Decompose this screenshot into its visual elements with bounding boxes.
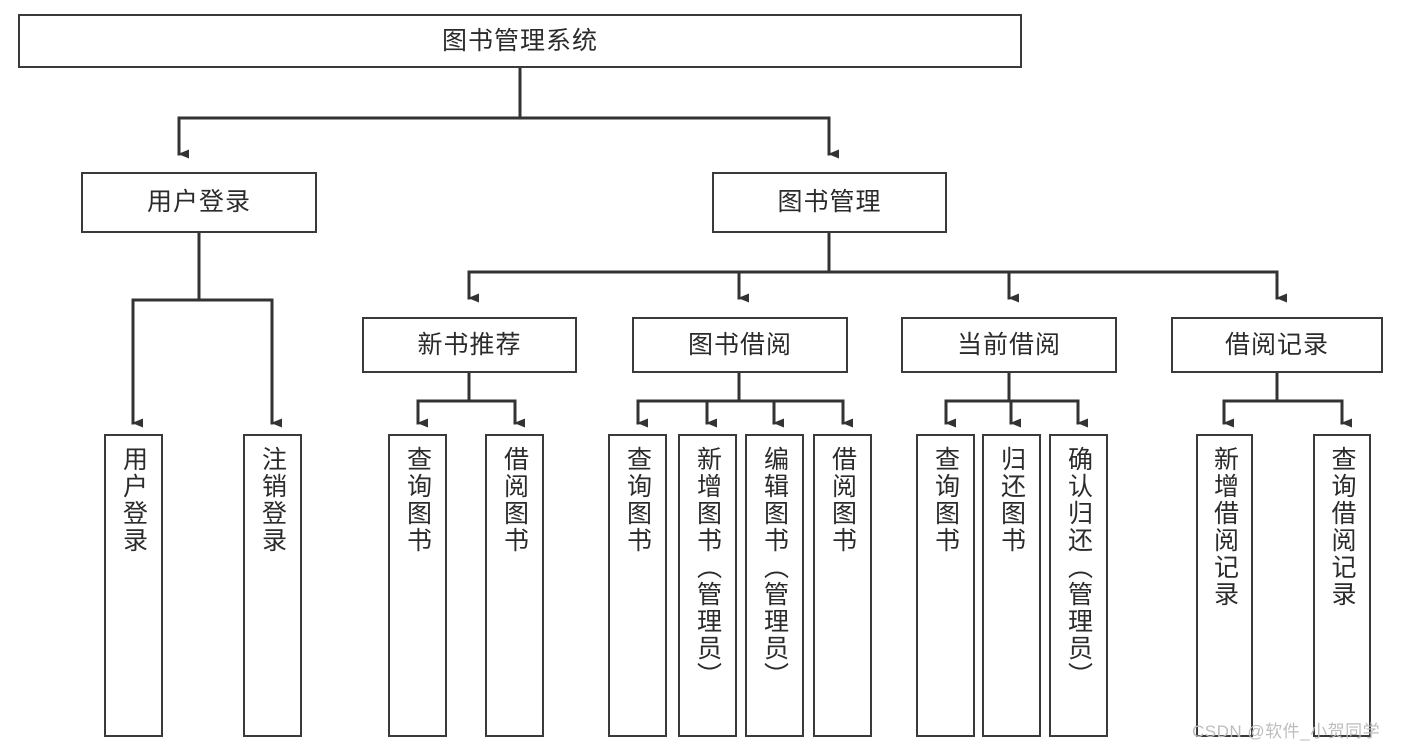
leaf-query-book-3-label: 查询图书 — [931, 446, 960, 554]
node-book-borrow[interactable]: 图书借阅 — [632, 317, 848, 373]
node-user-login[interactable]: 用户登录 — [81, 172, 317, 233]
node-new-book-rec-label: 新书推荐 — [417, 330, 522, 359]
node-root[interactable]: 图书管理系统 — [18, 14, 1022, 68]
leaf-borrow-book-1-label: 借阅图书 — [500, 446, 529, 554]
leaf-borrow-book-2[interactable]: 借阅图书 — [813, 434, 872, 737]
leaf-add-record[interactable]: 新增借阅记录 — [1196, 434, 1253, 737]
leaf-query-book-2-label: 查询图书 — [623, 446, 652, 554]
node-book-borrow-label: 图书借阅 — [687, 330, 792, 359]
leaf-edit-book-label: 编辑图书（管理员） — [760, 446, 789, 689]
leaf-edit-book[interactable]: 编辑图书（管理员） — [745, 434, 804, 737]
leaf-user-login-label: 用户登录 — [119, 446, 148, 554]
leaf-add-book-label: 新增图书（管理员） — [693, 446, 722, 689]
leaf-return-book-label: 归还图书 — [997, 446, 1026, 554]
node-user-login-label: 用户登录 — [146, 188, 251, 217]
node-borrow-record[interactable]: 借阅记录 — [1171, 317, 1383, 373]
node-book-manage[interactable]: 图书管理 — [712, 172, 947, 233]
leaf-query-book-2[interactable]: 查询图书 — [608, 434, 667, 737]
leaf-borrow-book-1[interactable]: 借阅图书 — [485, 434, 544, 737]
leaf-add-record-label: 新增借阅记录 — [1210, 446, 1239, 608]
watermark: CSDN @软件_小贺同学 — [1192, 722, 1381, 741]
leaf-return-book[interactable]: 归还图书 — [982, 434, 1041, 737]
leaf-query-record-label: 查询借阅记录 — [1328, 446, 1356, 608]
node-book-manage-label: 图书管理 — [777, 188, 882, 217]
node-new-book-rec[interactable]: 新书推荐 — [362, 317, 577, 373]
leaf-logout-label: 注销登录 — [258, 446, 287, 554]
node-current-borrow-label: 当前借阅 — [956, 330, 1061, 359]
node-borrow-record-label: 借阅记录 — [1224, 330, 1329, 359]
node-current-borrow[interactable]: 当前借阅 — [901, 317, 1117, 373]
leaf-confirm-return-label: 确认归还（管理员） — [1064, 446, 1093, 689]
leaf-user-login[interactable]: 用户登录 — [104, 434, 163, 737]
leaf-borrow-book-2-label: 借阅图书 — [828, 446, 857, 554]
leaf-query-record[interactable]: 查询借阅记录 — [1313, 434, 1371, 737]
leaf-add-book[interactable]: 新增图书（管理员） — [678, 434, 737, 737]
leaf-confirm-return[interactable]: 确认归还（管理员） — [1049, 434, 1108, 737]
leaf-logout[interactable]: 注销登录 — [243, 434, 302, 737]
node-root-label: 图书管理系统 — [441, 26, 598, 55]
leaf-query-book-3[interactable]: 查询图书 — [916, 434, 975, 737]
leaf-query-book-1-label: 查询图书 — [403, 446, 432, 554]
leaf-query-book-1[interactable]: 查询图书 — [388, 434, 447, 737]
